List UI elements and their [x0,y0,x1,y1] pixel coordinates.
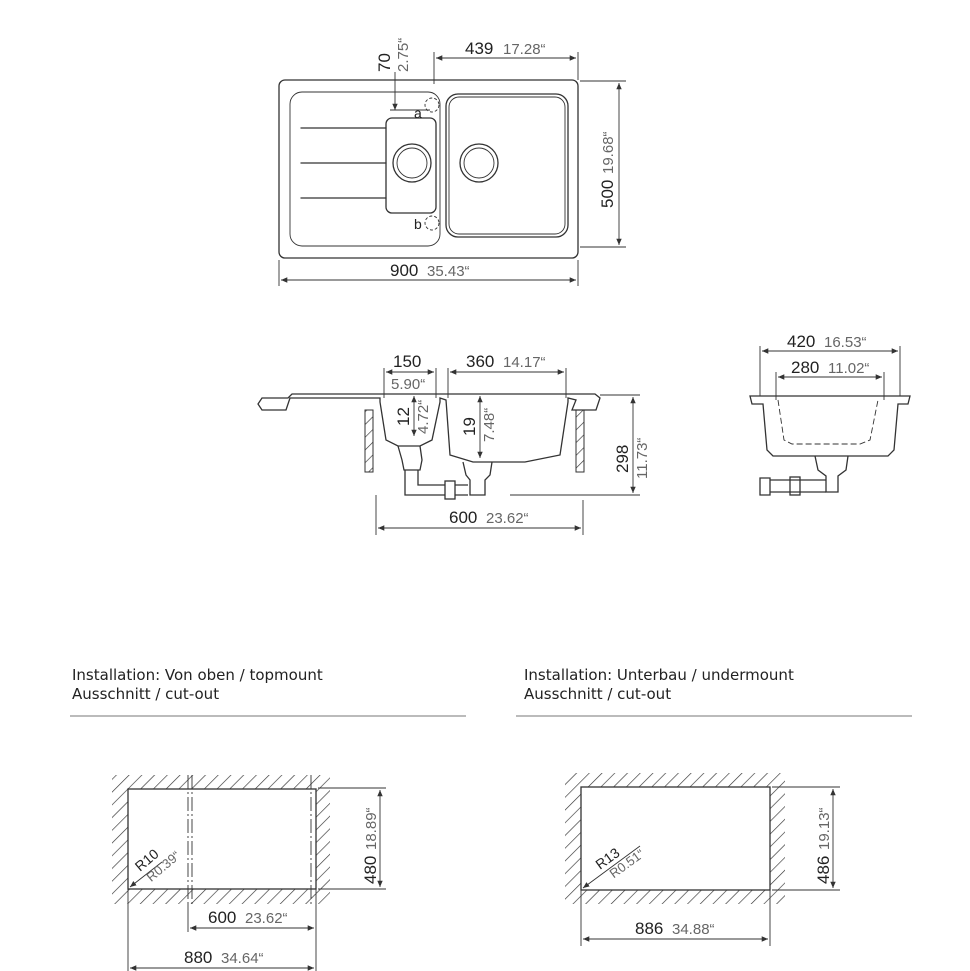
top-view: a b 70 2.75“ 439 17.28“ 500 19.68“ 900 3… [278,38,626,286]
topmount-title: Installation: Von oben / topmount [72,666,323,684]
depth-mm-label: 500 [598,180,617,208]
undermount-divider [516,715,912,717]
outer-in-label: 16.53“ [824,334,867,351]
sink-outline [278,79,579,259]
end-profile [749,395,911,457]
undermount-width-in-label: 34.88“ [672,921,715,938]
depth-in-label: 19.68“ [600,131,617,174]
small-bowl [385,117,437,214]
undermount-subtitle: Ausschnitt / cut-out [524,685,672,703]
big-depth-in-label: 7.48“ [481,408,498,442]
height-in-label: 11.73“ [634,438,651,479]
topmount-cutout-outline [127,788,317,890]
inner-mm-label: 280 [791,358,819,377]
small-depth-mm-label: 12 [394,407,413,426]
topmount-width-mm-label: 880 [184,948,212,967]
tap-hole-b-icon [424,215,440,231]
undermount-height-in-label: 19.13“ [816,807,833,850]
outer-mm-label: 420 [787,332,815,351]
small-waste-icon [397,445,423,471]
tap-b-label: b [414,216,422,232]
drainer-grooves [300,127,387,199]
big-bowl-mm-label: 360 [466,352,494,371]
tap-a-label: a [414,105,422,121]
small-bowl-mm-label: 150 [393,352,421,371]
topmount-subtitle: Ausschnitt / cut-out [72,685,220,703]
undermount-cutout-outline [580,786,771,891]
cabinet-wall-right [575,409,585,473]
undermount-width-mm-label: 886 [635,919,663,938]
width-mm-label: 900 [390,261,418,280]
topmount-height-in-label: 18.89“ [363,807,380,850]
undermount-cutout: R13 R0.51“ 486 19.13“ 886 34.88“ [565,773,840,946]
cabinet-wall-left [364,409,374,473]
width-in-label: 35.43“ [427,263,470,280]
drainer-area [289,91,441,247]
big-depth-mm-label: 19 [460,417,479,436]
tap-hole-a-icon [424,97,440,113]
edge-in-label: 2.75“ [395,38,412,72]
height-mm-label: 298 [613,445,632,473]
bowl-offset-in-label: 17.28“ [503,41,546,58]
main-waste-icon [462,461,493,496]
sink-profile [257,393,601,463]
undermount-header: Installation: Unterbau / undermount Auss… [524,666,794,704]
undermount-height-mm-label: 486 [814,856,833,884]
topmount-width-in-label: 34.64“ [221,950,264,967]
topmount-divider [70,715,466,717]
small-bowl-in-label: 5.90“ [391,376,425,393]
undermount-title: Installation: Unterbau / undermount [524,666,794,684]
topmount-cabinet-in-label: 23.62“ [245,910,288,927]
main-drain-icon [459,143,499,183]
topmount-cutout: R10 R0.39“ 480 18.89“ 600 23.62“ 880 34.… [112,775,386,971]
side-view: 150 5.90“ 360 14.17“ 12 4.72“ 19 7.48“ 2… [257,352,651,535]
topmount-height-mm-label: 480 [361,856,380,884]
bowl-offset-mm-label: 439 [465,39,493,58]
big-bowl-in-label: 14.17“ [503,354,546,371]
cabinet-mm-label: 600 [449,508,477,527]
end-waste-icon [814,455,849,493]
small-depth-in-label: 4.72“ [415,400,432,434]
end-pipe-icon [759,477,826,496]
inner-in-label: 11.02“ [828,360,869,377]
cabinet-in-label: 23.62“ [486,510,529,527]
overflow-pipe-icon [404,470,445,496]
end-view: 420 16.53“ 280 11.02“ [749,332,911,496]
small-drain-icon [392,143,432,183]
edge-mm-label: 70 [375,53,394,72]
topmount-header: Installation: Von oben / topmount Aussch… [72,666,323,704]
topmount-cabinet-mm-label: 600 [208,908,236,927]
main-bowl [445,93,569,238]
